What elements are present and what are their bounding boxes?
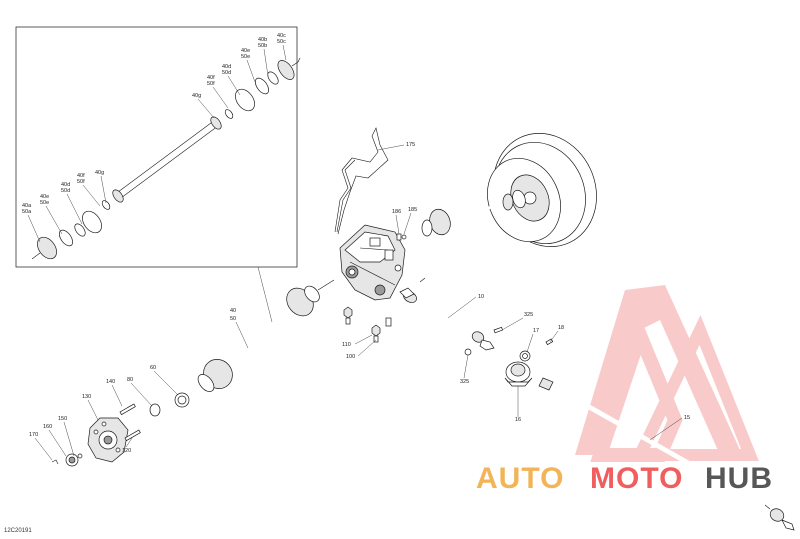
- watermark-moto: MOTO: [590, 462, 683, 495]
- wire-harness: [334, 127, 389, 235]
- callout-40f-b: 40f: [77, 173, 85, 179]
- gearbox: [339, 224, 406, 301]
- callout-15: 15: [684, 415, 690, 421]
- diagram-code: 12C20191: [4, 528, 32, 534]
- callout-40f: 40f: [207, 75, 215, 81]
- callout-40d-b: 40d: [61, 182, 70, 188]
- carrier-bearing: [504, 338, 554, 387]
- callout-10: 10: [478, 294, 484, 300]
- callout-50c: 50c: [277, 39, 286, 45]
- callout-17: 17: [533, 328, 539, 334]
- callout-80: 80: [127, 377, 133, 383]
- callout-150: 150: [58, 416, 67, 422]
- watermark-hub: HUB: [705, 462, 773, 495]
- callout-50a: 50a: [22, 209, 32, 215]
- callout-40g: 40g: [192, 93, 201, 99]
- callout-40g-b: 40g: [95, 170, 104, 176]
- callout-185: 185: [408, 207, 417, 213]
- callout-175: 175: [406, 142, 415, 148]
- main-callouts: 175 186 185 10 325 17 18 325 16 15 40 50…: [29, 142, 690, 461]
- callout-50b: 50b: [258, 43, 267, 49]
- callout-50e: 50e: [241, 54, 250, 60]
- callout-100: 100: [346, 354, 355, 360]
- callout-170: 170: [29, 432, 38, 438]
- callout-40: 40: [230, 308, 236, 314]
- inset-callouts: 40c 50c 40b 50b 40e 50e 40d 50d 40f 50f …: [22, 33, 287, 243]
- callout-60: 60: [150, 365, 156, 371]
- wheel-hub: [51, 403, 141, 467]
- callout-50f-b: 50f: [77, 179, 85, 185]
- callout-160: 160: [43, 424, 52, 430]
- callout-50d: 50d: [222, 70, 231, 76]
- callout-110: 110: [342, 342, 351, 348]
- wheel: [487, 132, 597, 248]
- callout-40a: 40a: [22, 203, 32, 209]
- callout-40b: 40b: [258, 37, 267, 43]
- callout-40e-b: 40e: [40, 194, 49, 200]
- callout-140: 140: [106, 379, 115, 385]
- watermark-text: AUTO MOTO HUB: [476, 462, 773, 495]
- callout-130: 130: [82, 394, 91, 400]
- callout-50: 50: [230, 316, 236, 322]
- upper-axle: [421, 189, 526, 237]
- callout-120: 120: [122, 448, 131, 454]
- callout-50f: 50f: [207, 81, 215, 87]
- callout-40e: 40e: [241, 48, 250, 54]
- drive-shaft-long: [538, 377, 795, 531]
- callout-16: 16: [515, 417, 521, 423]
- callout-50d-b: 50d: [61, 188, 70, 194]
- callout-325-a: 325: [524, 312, 533, 318]
- callout-186: 186: [392, 209, 401, 215]
- propeller-shaft: [399, 287, 503, 356]
- callout-40d: 40d: [222, 64, 231, 70]
- inset-drive-shaft: [31, 57, 301, 260]
- watermark-auto: AUTO: [476, 462, 564, 495]
- gearbox-fasteners: [343, 233, 426, 343]
- main-axle: [149, 279, 335, 417]
- watermark-logo: [575, 285, 759, 462]
- callout-50e-b: 50e: [40, 200, 49, 206]
- callout-40c: 40c: [277, 33, 286, 39]
- callout-18: 18: [558, 325, 564, 331]
- callout-325-b: 325: [460, 379, 469, 385]
- inset-detail-box: [15, 26, 298, 323]
